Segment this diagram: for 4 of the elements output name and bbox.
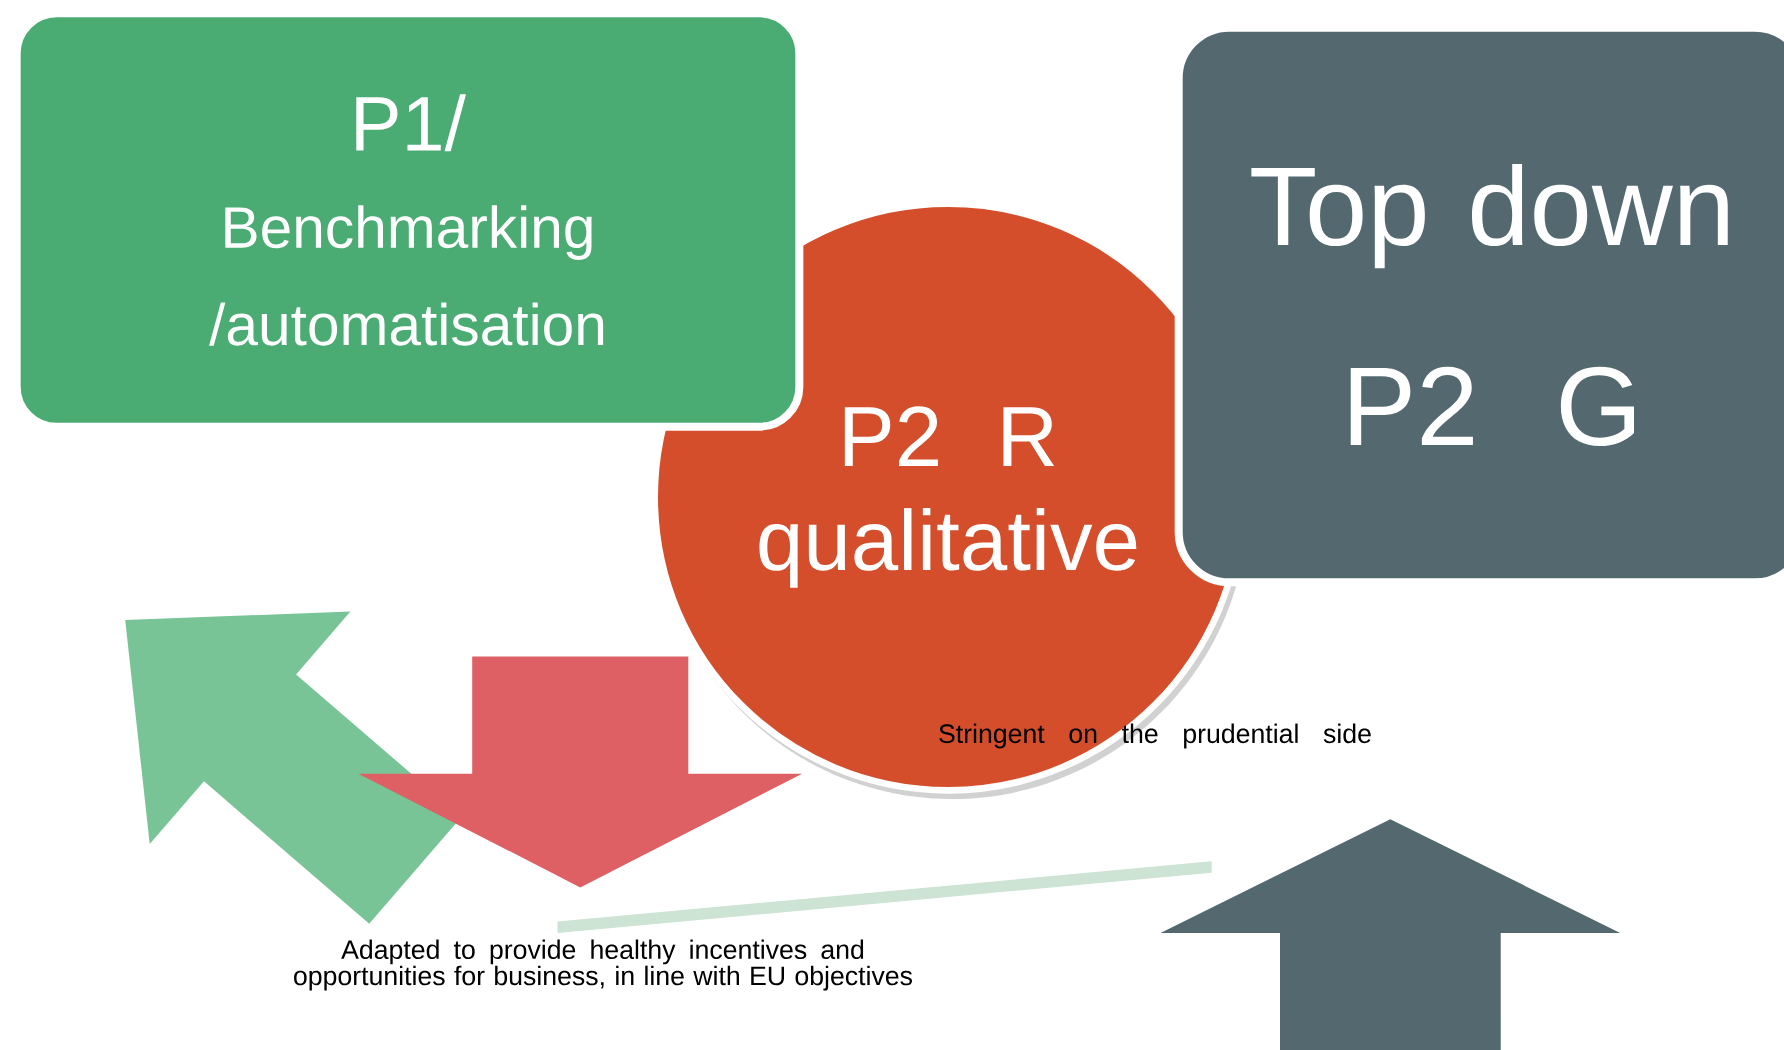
- rounded-box: Top down P2 G: [1174, 23, 1784, 587]
- rounded-box: P1/ Benchmarking /automatisation: [12, 9, 804, 431]
- caption-text: Adapted to provide healthy incentives and opportunities for business, in line with EU objectives: [294, 939, 912, 991]
- caption-text: Stringent on the prudential side: [939, 723, 1371, 749]
